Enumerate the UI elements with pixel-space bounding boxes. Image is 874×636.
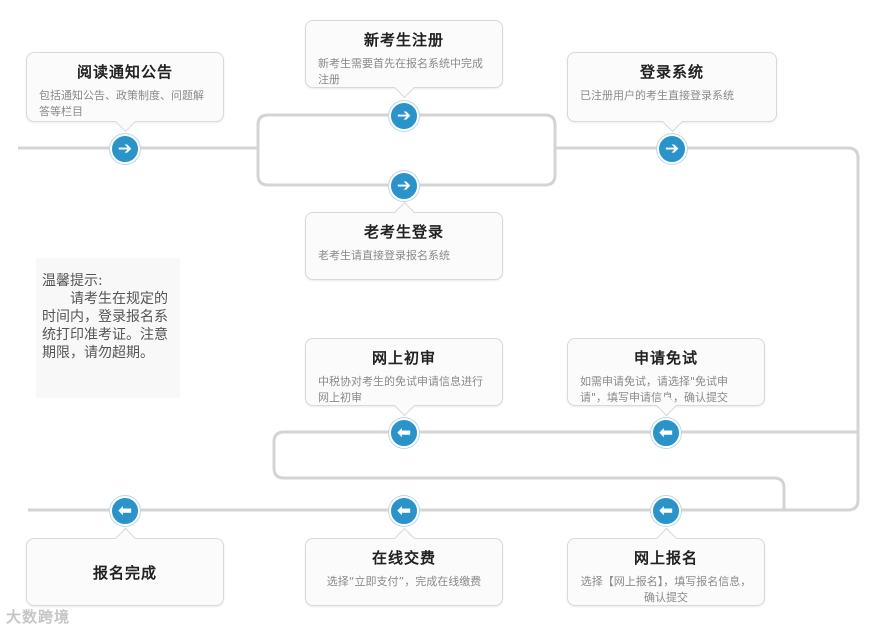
step-registration-complete-title: 报名完成 [92,563,157,582]
step-preliminary-review-title: 网上初审 [371,349,436,367]
step-old-candidate-desc: 老考生请直接登录报名系统 [318,249,450,262]
step-old-candidate-card: 老考生登录 老考生请直接登录报名系统 [305,201,503,280]
step-preliminary-review-desc: 中税协对考生的免试申请信息进行网上初审 [318,375,483,404]
step-old-candidate-title: 老考生登录 [363,223,444,241]
arrow-right-icon: ➔ [657,134,687,164]
step-online-registration-title: 网上报名 [633,549,698,567]
step-online-payment-title: 在线交费 [371,549,436,567]
step-online-payment-desc: 选择“立即支付”，完成在线缴费 [326,575,482,588]
step-registration-complete-card: 报名完成 [26,527,224,606]
arrow-left-icon: ⬅ [389,496,419,526]
arrow-right-icon: ➔ [110,134,140,164]
step-new-candidate-title: 新考生注册 [363,31,444,49]
step-new-candidate-card: 新考生注册 新考生需要首先在报名系统中完成注册 [305,20,503,99]
step-apply-exemption-desc: 如需申请免试，请选择"免试申请"，填写申请信息，确认提交 [580,375,729,404]
reminder-tip-box: 温馨提示: 请考生在规定的时间内，登录报名系统打印准考证。注意期限，请勿超期。 [36,258,180,398]
arrow-right-icon: ➔ [389,171,419,201]
arrow-left-icon: ⬅ [110,496,140,526]
step-login-card: 登录系统 已注册用户的考生直接登录系统 [567,52,777,133]
step-online-registration-card: 网上报名 选择【网上报名】，填写报名信息，确认提交 [567,527,765,606]
watermark-text: 大数跨境 [6,608,71,626]
step-login-title: 登录系统 [639,63,704,81]
step-read-notice-desc: 包括通知公告、政策制度、问题解答等栏目 [39,89,204,118]
arrow-left-icon: ⬅ [651,496,681,526]
step-apply-exemption-card: 申请免试 如需申请免试，请选择"免试申请"，填写申请信息，确认提交 [567,338,765,417]
step-online-payment-card: 在线交费 选择“立即支付”，完成在线缴费 [305,527,503,606]
step-apply-exemption-title: 申请免试 [633,349,698,367]
arrow-left-icon: ⬅ [389,418,419,448]
step-online-registration-desc: 选择【网上报名】，填写报名信息，确认提交 [580,575,752,604]
step-read-notice-title: 阅读通知公告 [76,63,173,81]
step-login-desc: 已注册用户的考生直接登录系统 [580,89,734,102]
arrow-left-icon: ⬅ [651,418,681,448]
step-preliminary-review-card: 网上初审 中税协对考生的免试申请信息进行网上初审 [305,338,503,417]
reminder-tip-title: 温馨提示: [42,273,103,289]
step-new-candidate-desc: 新考生需要首先在报名系统中完成注册 [318,57,483,86]
step-read-notice-card: 阅读通知公告 包括通知公告、政策制度、问题解答等栏目 [26,52,224,133]
arrow-right-icon: ➔ [389,101,419,131]
reminder-tip-body: 请考生在规定的时间内，登录报名系统打印准考证。注意期限，请勿超期。 [42,291,168,361]
